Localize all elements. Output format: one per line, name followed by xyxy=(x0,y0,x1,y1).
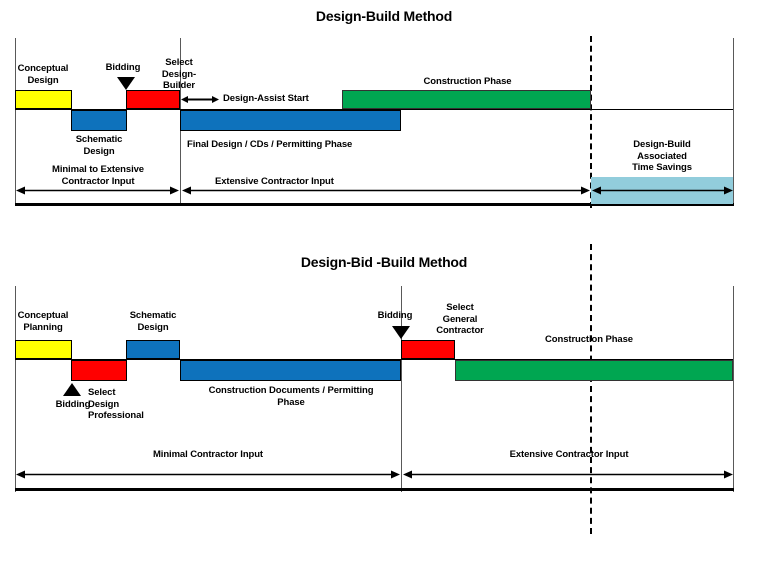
plot-baseline-bottom xyxy=(15,488,734,491)
label-extensive-contractor-input-top: Extensive Contractor Input xyxy=(215,176,334,187)
bar-conceptual-planning xyxy=(15,340,72,359)
span-arrow-minimal-contractor xyxy=(16,469,400,480)
bar-schematic-design-bottom xyxy=(126,340,180,359)
bar-construction-phase-top xyxy=(342,90,591,109)
span-arrow-extensive-contractor-top xyxy=(182,185,590,196)
plot-baseline xyxy=(15,203,734,206)
label-select-general-contractor: Select General Contractor xyxy=(436,302,484,336)
label-construction-documents: Construction Documents / Permitting Phas… xyxy=(208,385,374,408)
label-design-build-savings: Design-Build Associated Time Savings xyxy=(632,139,692,173)
label-extensive-contractor-input-bottom: Extensive Contractor Input xyxy=(509,449,629,460)
schedule-divider-bottom xyxy=(590,244,592,534)
label-select-design-builder: Select Design- Builder xyxy=(161,57,197,91)
plot-right-axis xyxy=(733,38,734,206)
bar-construction-documents xyxy=(180,360,401,381)
span-arrow-time-savings xyxy=(592,185,733,196)
chart-title-design-build: Design-Build Method xyxy=(315,8,453,24)
span-arrow-extensive-contractor-bottom xyxy=(403,469,733,480)
label-select-design-professional: Select Design Professional xyxy=(88,387,144,421)
bidding-marker-triangle-bottom-left xyxy=(63,383,81,396)
span-arrow-minimal-to-extensive xyxy=(16,185,179,196)
design-assist-arrow xyxy=(181,94,219,105)
plot-left-axis-bottom xyxy=(15,286,16,492)
bar-select-design-professional xyxy=(71,360,127,381)
label-schematic-design-bottom: Schematic Design xyxy=(129,310,177,333)
label-bidding-top: Bidding xyxy=(105,62,141,73)
chart-title-design-bid-build: Design-Bid -Build Method xyxy=(300,254,468,270)
plot-left-axis xyxy=(15,38,16,206)
plot-divider-line-bottom xyxy=(401,286,402,492)
label-conceptual-planning: Conceptual Planning xyxy=(17,310,69,333)
bidding-marker-triangle-bottom-right xyxy=(392,326,410,339)
bar-select-design-builder xyxy=(126,90,180,109)
bar-construction-phase-bottom xyxy=(455,360,733,381)
label-bidding-bottom-right: Bidding xyxy=(377,310,413,321)
label-construction-phase-bottom: Construction Phase xyxy=(545,334,633,345)
label-minimal-to-extensive-input: Minimal to Extensive Contractor Input xyxy=(52,164,144,187)
design-bid-build-chart: Design-Bid -Build Method Conceptual Plan… xyxy=(0,244,768,561)
label-construction-phase-top: Construction Phase xyxy=(423,76,512,87)
lane-separator-bottom xyxy=(15,359,733,360)
design-build-chart: Design-Build Method Conceptual Design Bi… xyxy=(0,0,768,232)
lane-separator xyxy=(15,109,733,110)
label-conceptual-design: Conceptual Design xyxy=(17,63,69,86)
label-bidding-bottom-left: Bidding xyxy=(55,399,91,410)
bar-final-design-permitting xyxy=(180,110,401,131)
bar-schematic-design-top xyxy=(71,110,127,131)
bar-select-general-contractor xyxy=(401,340,455,359)
label-final-design-permitting: Final Design / CDs / Permitting Phase xyxy=(187,139,353,150)
bar-conceptual-design xyxy=(15,90,72,109)
label-schematic-design-top: Schematic Design xyxy=(75,134,123,157)
label-design-assist-start: Design-Assist Start xyxy=(223,93,309,104)
time-savings-divider xyxy=(590,36,592,208)
bidding-marker-triangle-top xyxy=(117,77,135,90)
plot-right-axis-bottom xyxy=(733,286,734,492)
label-minimal-contractor-input: Minimal Contractor Input xyxy=(152,449,263,460)
